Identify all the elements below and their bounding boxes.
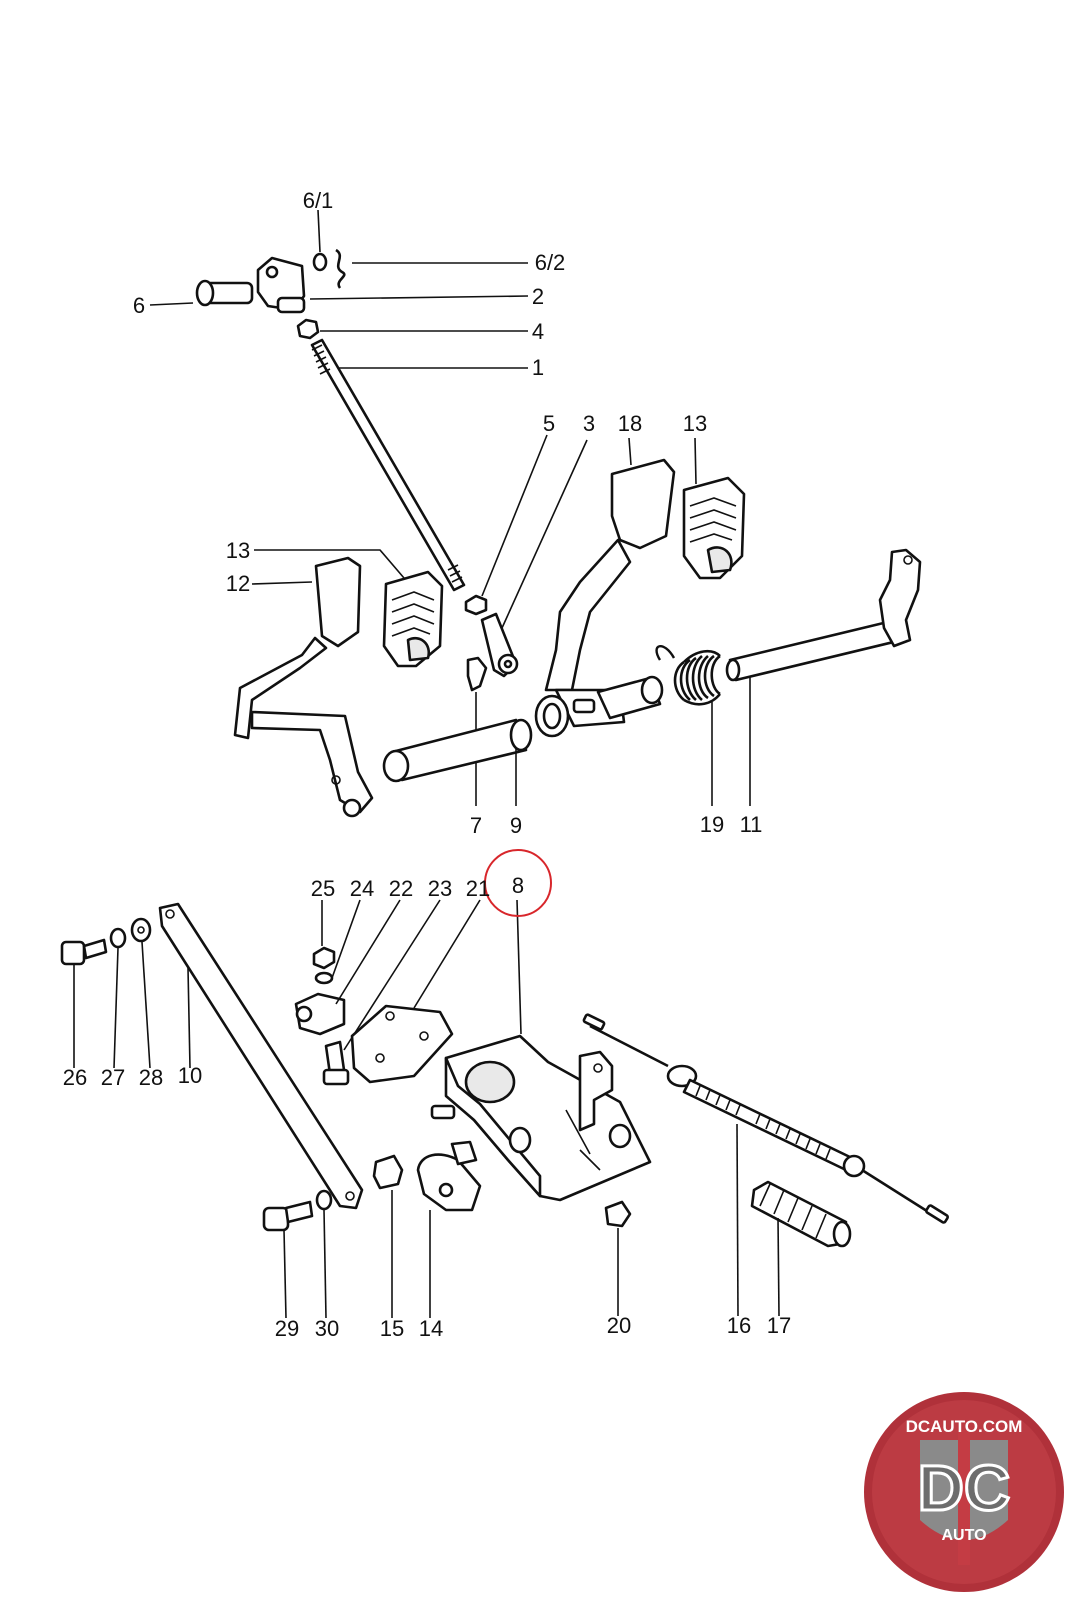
part-14-cam-plate (416, 1140, 482, 1212)
leader-13-left (254, 549, 405, 579)
part-20-clip (604, 1200, 632, 1228)
part-2-clevis (256, 256, 306, 314)
part-13-pedal-pad-left (382, 570, 444, 668)
leader-2 (309, 295, 529, 300)
part-15-bushing (372, 1154, 404, 1190)
leader-6-1 (317, 209, 321, 253)
callout-5: 5 (543, 411, 555, 436)
part-30-washer (315, 1189, 333, 1211)
brake-pedal-sleeve (596, 675, 664, 720)
callout-10: 10 (178, 1063, 202, 1088)
part-11-cross-shaft (725, 548, 922, 682)
callout-16: 16 (727, 1313, 751, 1338)
leader-5 (481, 434, 548, 597)
part-28-washer (130, 917, 152, 943)
callout-4: 4 (532, 319, 544, 344)
callout-28: 28 (139, 1065, 163, 1090)
leader-28 (141, 941, 151, 1069)
leader-23 (343, 899, 441, 1051)
callout-17: 17 (767, 1313, 791, 1338)
part-6-2-clip (335, 248, 346, 289)
part-17-boot (750, 1180, 852, 1248)
leader-17 (777, 1217, 780, 1317)
logo-site-text: DCAUTO.COM (906, 1417, 1023, 1436)
part-5-nut (464, 594, 488, 616)
callout-19: 19 (700, 812, 724, 837)
callout-1: 1 (532, 355, 544, 380)
part-27-washer (109, 927, 127, 949)
callout-13-left: 13 (226, 538, 250, 563)
part-6-pin (195, 279, 254, 307)
leader-24 (331, 899, 361, 979)
part-16-cable (582, 1013, 949, 1224)
leader-29 (283, 1229, 287, 1319)
leader-13-right (694, 437, 697, 485)
callout-2: 2 (532, 284, 544, 309)
callout-26: 26 (63, 1065, 87, 1090)
leader-12 (251, 581, 313, 585)
callout-12: 12 (226, 571, 250, 596)
callout-9: 9 (510, 813, 522, 838)
part-3-rod-eye (480, 612, 519, 678)
leader-27 (113, 947, 119, 1069)
part-25-nut (312, 946, 336, 970)
callout-15: 15 (380, 1316, 404, 1341)
callout-13-right: 13 (683, 411, 707, 436)
part-18-brake-pedal (534, 458, 676, 738)
part-8-highlight-circle (484, 849, 552, 917)
callout-23: 23 (428, 876, 452, 901)
leader-22 (335, 899, 401, 1005)
leader-16 (736, 1123, 739, 1317)
callout-14: 14 (419, 1316, 443, 1341)
leader-3 (501, 439, 588, 629)
callout-7: 7 (470, 813, 482, 838)
callout-labels: 6/1 6/2 6 2 4 1 5 3 18 13 13 12 7 9 19 1… (63, 188, 791, 1341)
dcauto-logo: DCAUTO.COM DC AUTO (864, 1392, 1064, 1592)
callout-20: 20 (607, 1313, 631, 1338)
part-7-clip (466, 656, 488, 692)
leader-18 (628, 437, 632, 466)
part-12-clutch-pedal (233, 556, 374, 818)
part-23-bolt (322, 1040, 350, 1086)
callout-6: 6 (133, 293, 145, 318)
callout-18: 18 (618, 411, 642, 436)
leader-21 (413, 899, 481, 1009)
callout-8: 8 (512, 873, 524, 898)
part-24-washer (314, 971, 334, 985)
logo-auto-text: AUTO (941, 1527, 986, 1544)
callout-3: 3 (583, 411, 595, 436)
part-9-shaft-tube (382, 718, 533, 783)
part-8-pedal-bracket (430, 1034, 652, 1202)
callout-21: 21 (466, 876, 490, 901)
leader-8 (516, 899, 522, 1035)
callout-30: 30 (315, 1316, 339, 1341)
part-10-link-bar (158, 902, 364, 1210)
part-4-nut (296, 318, 320, 340)
part-21-plate (350, 1004, 454, 1084)
leader-6 (149, 302, 194, 306)
callout-24: 24 (350, 876, 374, 901)
callout-27: 27 (101, 1065, 125, 1090)
part-6-1-washer (312, 252, 328, 272)
part-1-pushrod (310, 338, 466, 592)
logo-dc-text: DC (918, 1452, 1010, 1524)
callout-29: 29 (275, 1316, 299, 1341)
part-22-clamp (294, 992, 346, 1036)
callout-11: 11 (740, 812, 763, 837)
part-26-bolt (60, 938, 108, 966)
leader-30 (323, 1209, 327, 1319)
callout-6-1: 6/1 (303, 188, 334, 213)
part-29-bolt (262, 1200, 314, 1232)
part-13-pedal-pad-right (682, 476, 746, 580)
callout-25: 25 (311, 876, 335, 901)
callout-22: 22 (389, 876, 413, 901)
part-19-spring (655, 645, 722, 706)
callout-6-2: 6/2 (535, 250, 566, 275)
leader-10 (187, 967, 191, 1069)
